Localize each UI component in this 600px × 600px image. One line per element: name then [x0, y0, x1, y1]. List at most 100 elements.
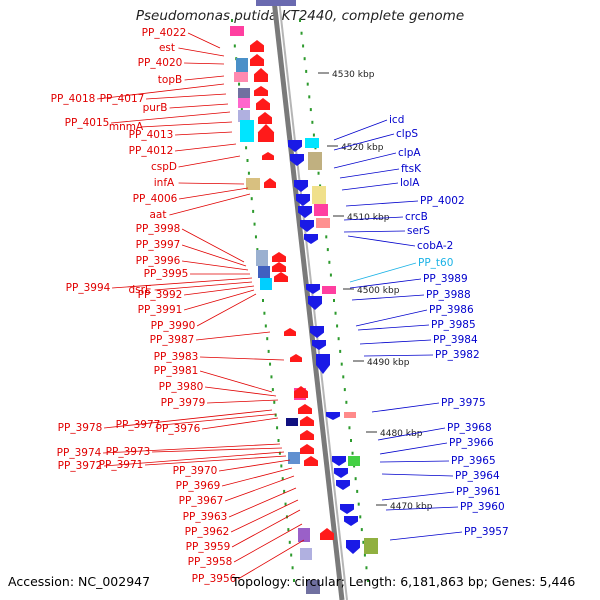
right-gene-label: icd	[389, 114, 404, 126]
left-gene-label: PP_3990	[151, 320, 196, 332]
left-rail-tick	[271, 388, 274, 392]
right-rail-tick	[357, 502, 360, 506]
left-label-leader	[178, 155, 241, 168]
left-label-leader	[221, 467, 293, 487]
right-gene-label: PP_3986	[429, 304, 474, 316]
left-gene-label: PP_4017	[100, 93, 145, 105]
left-gene-block	[298, 528, 310, 542]
right-label-leader	[333, 119, 388, 141]
genome-summary-text: Topology: circular; Length: 6,181,863 bp…	[232, 574, 576, 589]
left-label-leader	[237, 539, 305, 580]
reverse-gene-arrow	[290, 154, 304, 166]
forward-gene-arrow	[284, 328, 296, 336]
right-gene-block	[305, 138, 319, 148]
right-label-leader	[341, 182, 399, 191]
left-gene-label: PP_4013	[129, 129, 174, 141]
right-rail-tick	[334, 311, 337, 315]
left-label-leader	[97, 83, 225, 100]
right-gene-label: serS	[407, 225, 430, 237]
left-gene-label: PP_4018	[51, 93, 96, 105]
left-label-leader	[111, 111, 231, 124]
right-label-leader	[349, 278, 422, 289]
right-rail-tick	[365, 566, 368, 570]
forward-gene-arrow	[300, 416, 314, 426]
right-rail-tick	[309, 108, 312, 112]
forward-gene-arrow	[254, 86, 268, 96]
left-gene-label: PP_3969	[176, 480, 221, 492]
right-label-leader	[385, 506, 459, 511]
left-gene-label: cspD	[151, 161, 177, 173]
left-label-leader	[178, 182, 245, 185]
left-gene-label: PP_3998	[136, 223, 181, 235]
left-rail-tick	[276, 426, 279, 430]
right-rail-tick	[300, 31, 303, 35]
left-gene-label: PP_3973	[106, 446, 151, 458]
left-rail-tick	[284, 502, 287, 506]
left-label-leader	[104, 451, 285, 467]
left-rail-tick	[245, 146, 248, 150]
left-gene-label: dsrE	[128, 284, 151, 296]
right-label-leader	[349, 262, 417, 283]
right-gene-label: PP_3968	[447, 422, 492, 434]
right-gene-block	[316, 218, 330, 228]
right-gene-block	[308, 152, 322, 170]
right-label-leader	[359, 339, 432, 345]
left-gene-label: PP_3978	[58, 422, 103, 434]
left-rail-tick	[281, 477, 284, 481]
right-label-leader	[351, 294, 425, 301]
right-rail-tick	[319, 184, 322, 188]
left-rail-tick	[291, 566, 294, 570]
right-gene-block	[364, 538, 378, 554]
right-gene-label: PP_3988	[426, 289, 471, 301]
left-gene-label: PP_3997	[136, 239, 181, 251]
left-label-leader	[196, 293, 257, 327]
scale-label: 4500 kbp	[357, 286, 400, 296]
reverse-gene-arrow	[304, 234, 318, 244]
scale-label: 4490 kbp	[367, 358, 410, 368]
right-label-leader	[357, 324, 430, 331]
left-rail-tick	[277, 439, 280, 442]
left-gene-label: PP_3967	[179, 495, 224, 507]
right-gene-label: PP_3964	[455, 470, 500, 482]
forward-gene-arrow	[262, 152, 274, 160]
right-rail-tick	[325, 235, 328, 239]
left-gene-label: PP_3987	[150, 334, 195, 346]
scale-label: 4480 kbp	[380, 429, 423, 439]
forward-gene-arrow	[274, 272, 288, 282]
right-label-leader	[339, 168, 400, 179]
forward-gene-arrow	[294, 386, 308, 398]
left-rail-tick	[263, 311, 266, 315]
left-label-leader	[204, 386, 277, 397]
left-rail-tick	[264, 324, 267, 328]
left-rail-tick	[287, 528, 290, 532]
left-label-leader	[178, 187, 249, 200]
left-label-leader	[145, 455, 287, 466]
right-rail-tick	[340, 362, 343, 366]
right-gene-block	[312, 186, 326, 204]
left-gene-label: PP_3972	[58, 460, 103, 472]
left-label-leader	[187, 32, 221, 49]
left-label-leader	[104, 409, 273, 429]
forward-gene-arrow	[256, 98, 270, 110]
right-rail-tick	[328, 260, 331, 264]
left-label-leader	[154, 281, 253, 291]
left-label-leader	[201, 417, 279, 430]
left-label-leader	[199, 370, 273, 393]
left-gene-label: PP_4006	[133, 193, 178, 205]
left-label-leader	[162, 413, 277, 426]
left-gene-label: PP_3996	[136, 255, 181, 267]
right-rail-tick	[367, 579, 369, 582]
right-label-leader	[345, 200, 419, 207]
right-rail-tick	[359, 515, 362, 519]
right-label-leader	[363, 354, 434, 357]
left-gene-block	[300, 548, 312, 560]
right-gene-label: cobA-2	[417, 240, 453, 252]
forward-gene-arrow	[264, 178, 276, 188]
scale-label: 4510 kbp	[347, 213, 390, 223]
left-label-leader	[112, 277, 253, 289]
left-gene-block	[238, 98, 250, 108]
right-rail-tick	[302, 44, 305, 48]
right-rail-tick	[343, 388, 346, 392]
right-label-leader	[381, 491, 455, 501]
left-gene-label: PP_3980	[159, 381, 204, 393]
